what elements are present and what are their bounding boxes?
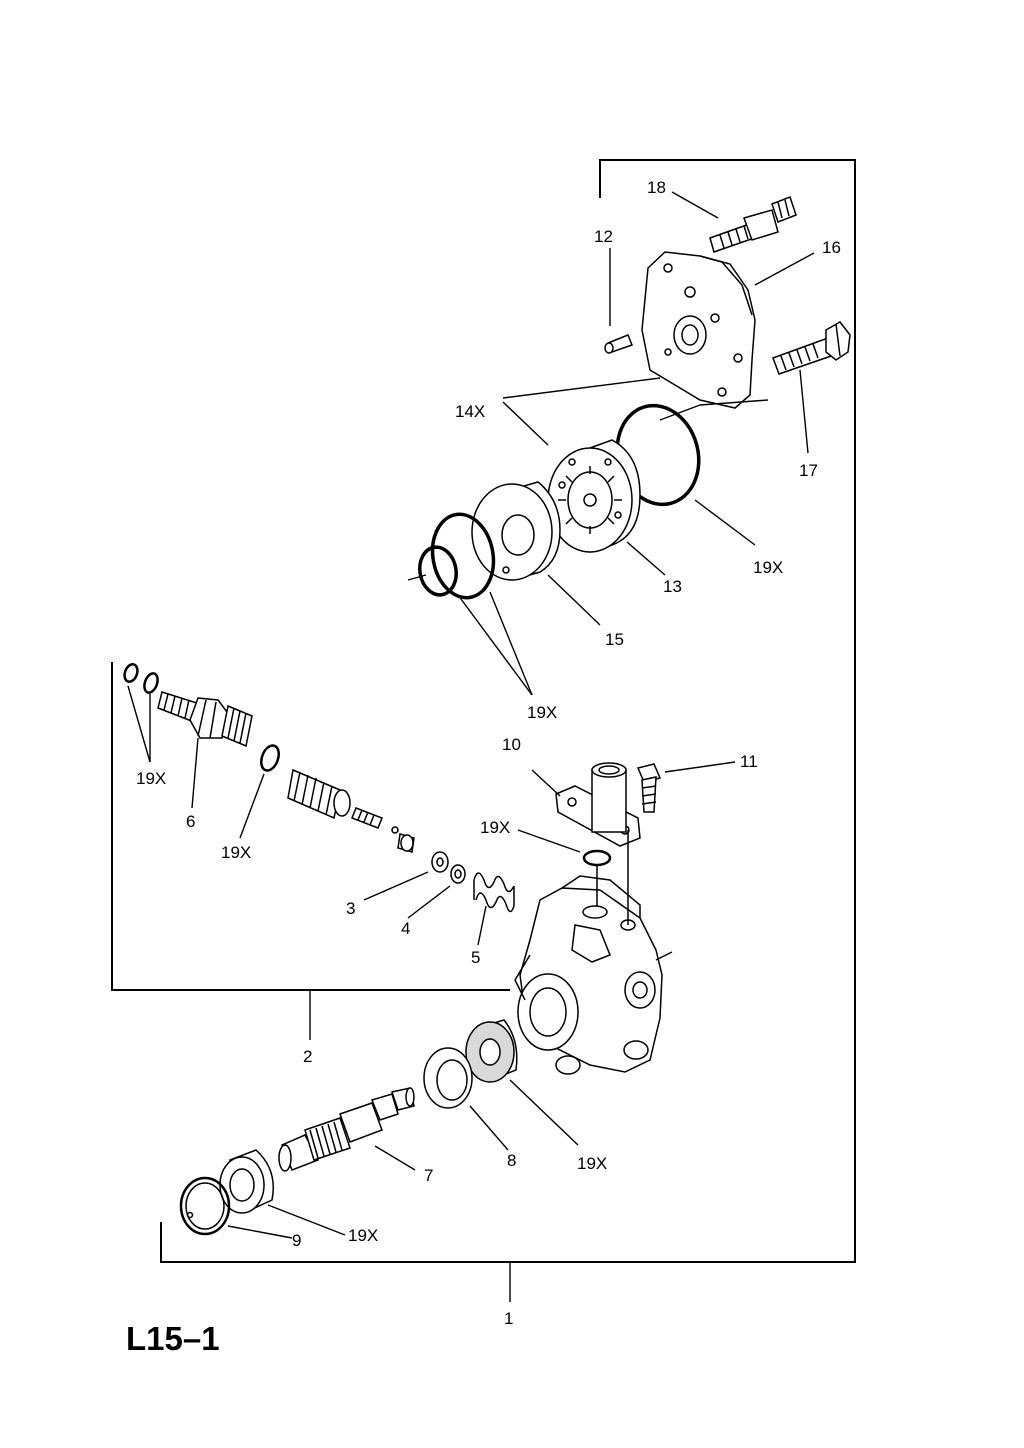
shaft-seal-19x [465, 1019, 518, 1083]
label-2: 2 [303, 1047, 312, 1066]
label-14x: 14X [455, 402, 485, 421]
o-ring-medium [430, 512, 496, 600]
leader-lines [127, 191, 815, 1302]
bolt-17 [772, 321, 851, 375]
bearing-19x [219, 1149, 274, 1214]
seal-ring-8 [423, 1047, 473, 1109]
label-17: 17 [799, 461, 818, 480]
label-13: 13 [663, 577, 682, 596]
flow-control-valve [287, 768, 415, 853]
outlet-union-10 [555, 762, 641, 847]
label-19x-bearing: 19X [348, 1226, 378, 1245]
label-11: 11 [740, 752, 758, 771]
label-19x-small-rings: 19X [136, 769, 166, 788]
washer-3 [431, 851, 449, 873]
spring-5 [473, 872, 515, 913]
label-1: 1 [504, 1309, 513, 1328]
label-19x-seal: 19X [577, 1154, 607, 1173]
drive-shaft-7 [278, 1087, 415, 1172]
circlip-9 [179, 1176, 231, 1236]
label-10: 10 [502, 735, 521, 754]
label-8: 8 [507, 1151, 516, 1170]
label-18: 18 [647, 178, 666, 197]
o-ring-tiny-2 [143, 672, 159, 694]
label-15: 15 [605, 630, 624, 649]
o-ring-fitting [260, 744, 280, 772]
bolt-11 [636, 763, 662, 813]
label-6: 6 [186, 812, 195, 831]
label-19x-fitting: 19X [221, 843, 251, 862]
label-19x-outlet: 19X [480, 818, 510, 837]
o-ring-small [418, 545, 458, 597]
o-ring-outlet [582, 849, 612, 867]
label-9: 9 [292, 1231, 301, 1250]
ring-4 [450, 864, 466, 884]
frame-assembly-2 [111, 662, 510, 991]
label-7: 7 [424, 1166, 433, 1185]
dowel-pin-12 [604, 334, 633, 354]
o-ring-tiny-1 [123, 663, 139, 683]
label-12: 12 [594, 227, 613, 246]
label-4: 4 [401, 919, 410, 938]
cover-plate-16 [641, 251, 756, 409]
pump-body-2 [514, 830, 673, 1075]
label-5: 5 [471, 948, 480, 967]
cam-ring-13 [547, 439, 641, 554]
diagram-code: L15–1 [126, 1320, 220, 1357]
label-19x-rings: 19X [527, 703, 557, 722]
union-fitting-6 [157, 691, 253, 748]
label-16: 16 [822, 238, 841, 257]
stud-bolt-18 [709, 196, 797, 253]
frame-assembly-1 [160, 159, 856, 1263]
label-19x-upper-right: 19X [753, 558, 783, 577]
label-3: 3 [346, 899, 355, 918]
